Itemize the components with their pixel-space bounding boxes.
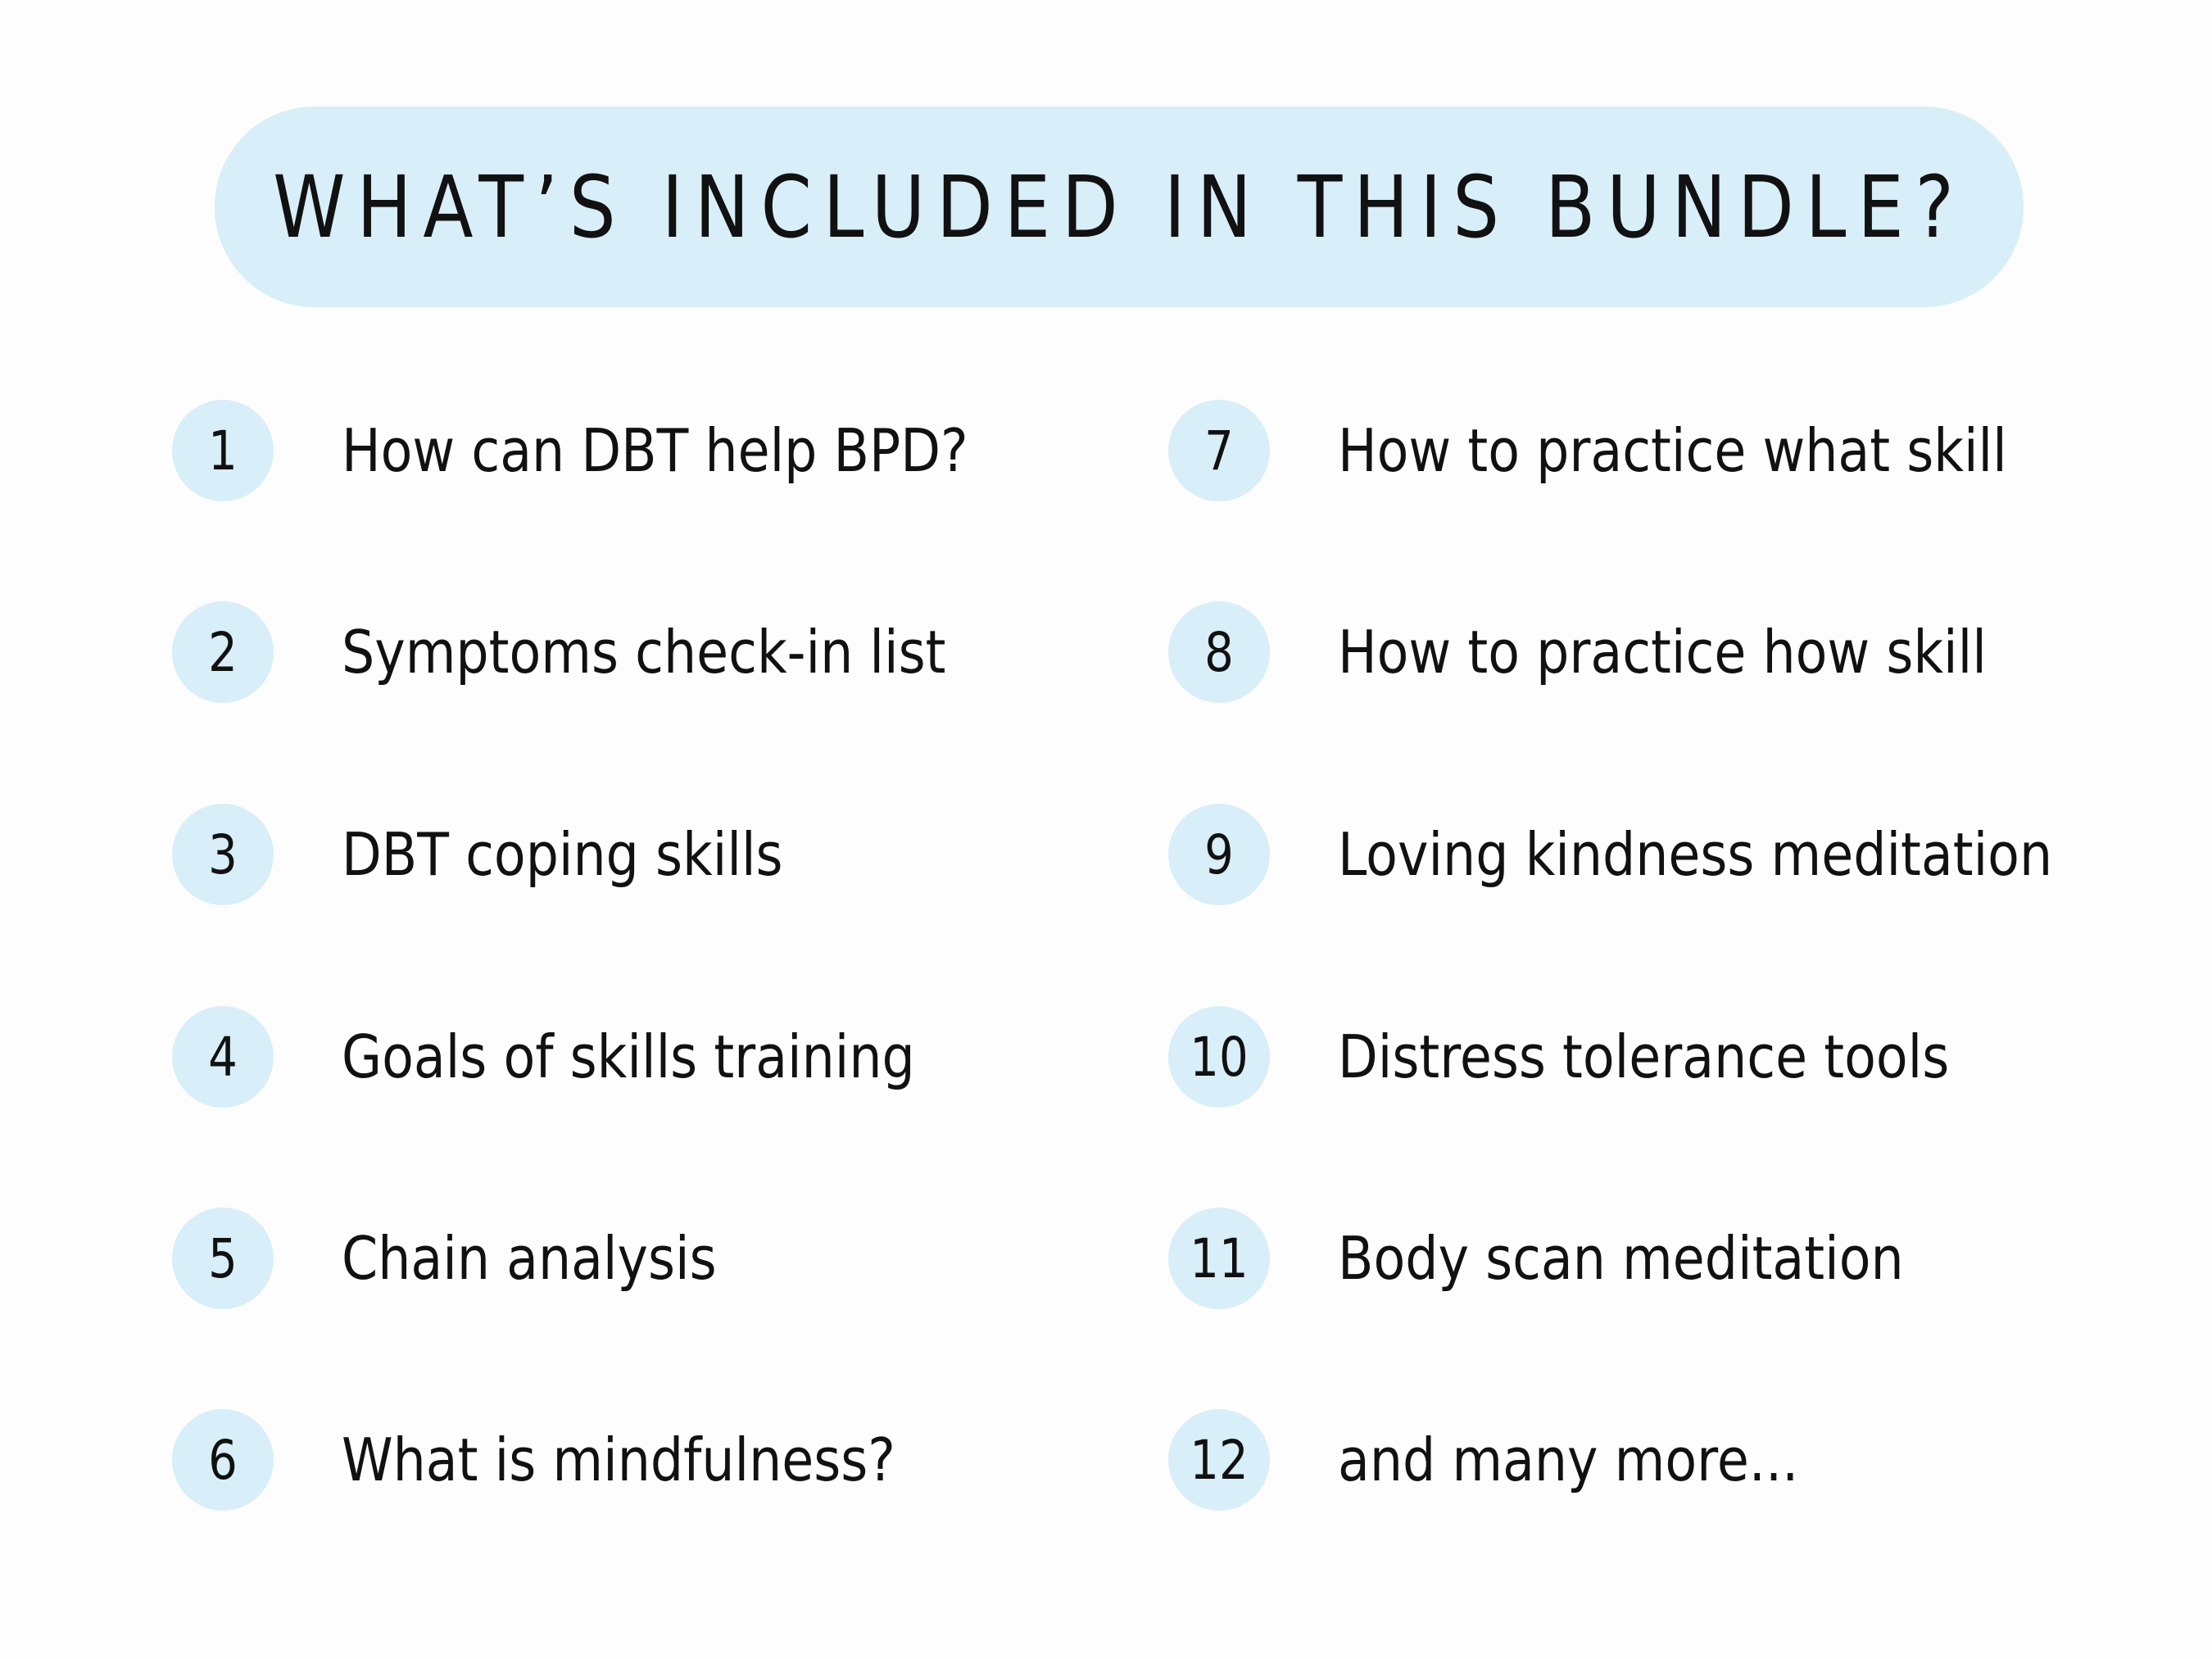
item-number: 1	[208, 419, 238, 483]
list-item: 3 DBT coping skills	[172, 804, 843, 905]
number-badge: 7	[1168, 400, 1270, 501]
item-label: How to practice what skill	[1338, 416, 2007, 485]
item-label: and many more...	[1338, 1426, 1799, 1494]
item-number: 10	[1190, 1025, 1249, 1089]
list-item: 5 Chain analysis	[172, 1208, 768, 1309]
item-label: What is mindfulness?	[342, 1426, 895, 1494]
list-item: 9 Loving kindness meditation	[1168, 804, 2150, 905]
list-item: 2 Symptoms check-in list	[172, 601, 1028, 703]
number-badge: 10	[1168, 1006, 1270, 1108]
list-item: 8 How to practice how skill	[1168, 601, 2075, 703]
number-badge: 11	[1168, 1208, 1270, 1309]
list-item: 11 Body scan meditation	[1168, 1208, 1981, 1309]
item-number: 6	[208, 1428, 238, 1492]
item-number: 12	[1190, 1428, 1249, 1492]
list-item: 7 How to practice what skill	[1168, 400, 2098, 501]
item-number: 2	[208, 620, 238, 684]
item-number: 5	[208, 1226, 238, 1290]
item-number: 3	[208, 823, 238, 886]
item-label: How can DBT help BPD?	[342, 416, 968, 485]
item-label: Symptoms check-in list	[342, 618, 946, 687]
number-badge: 6	[172, 1409, 274, 1511]
list-item: 10 Distress tolerance tools	[1168, 1006, 2033, 1108]
list-item: 6 What is mindfulness?	[172, 1409, 971, 1511]
number-badge: 2	[172, 601, 274, 703]
item-number: 11	[1190, 1226, 1249, 1290]
number-badge: 1	[172, 400, 274, 501]
item-number: 8	[1204, 620, 1234, 684]
item-number: 4	[208, 1025, 238, 1089]
item-label: How to practice how skill	[1338, 618, 1987, 687]
list-item: 4 Goals of skills training	[172, 1006, 993, 1108]
title-banner: WHAT’S INCLUDED IN THIS BUNDLE?	[215, 107, 2024, 307]
item-label: Loving kindness meditation	[1338, 820, 2053, 889]
item-number: 9	[1204, 823, 1234, 886]
item-label: Body scan meditation	[1338, 1224, 1904, 1293]
number-badge: 12	[1168, 1409, 1270, 1511]
number-badge: 3	[172, 804, 274, 905]
item-label: Distress tolerance tools	[1338, 1022, 1950, 1091]
number-badge: 9	[1168, 804, 1270, 905]
number-badge: 4	[172, 1006, 274, 1108]
list-item: 1 How can DBT help BPD?	[172, 400, 1054, 501]
item-label: Goals of skills training	[342, 1022, 915, 1091]
item-number: 7	[1204, 419, 1234, 483]
item-label: Chain analysis	[342, 1224, 717, 1293]
list-item: 12 and many more...	[1168, 1409, 1861, 1511]
item-label: DBT coping skills	[342, 820, 783, 889]
page-title: WHAT’S INCLUDED IN THIS BUNDLE?	[273, 156, 1965, 257]
number-badge: 8	[1168, 601, 1270, 703]
number-badge: 5	[172, 1208, 274, 1309]
